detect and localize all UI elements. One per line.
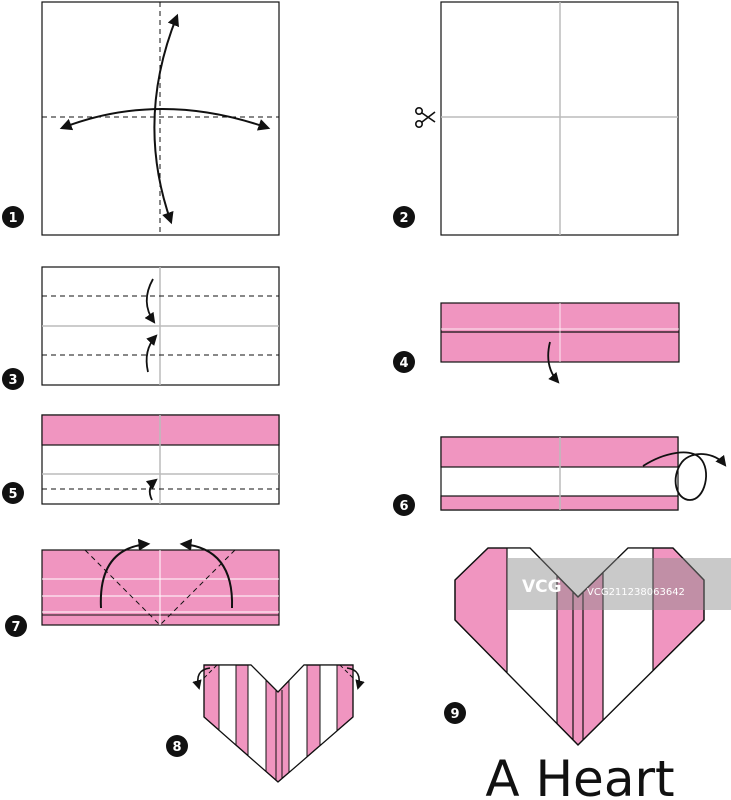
- fold-arrow-icon: [547, 341, 560, 384]
- step-badge-6: 6: [393, 494, 415, 516]
- step-badge-9: 9: [444, 702, 466, 724]
- watermark-brand: VCG: [522, 577, 562, 597]
- step-badge-7: 7: [5, 615, 27, 637]
- fold-arrow-icon: [145, 478, 158, 501]
- watermark: VCG VCG211238063642: [507, 558, 731, 610]
- step-6-panel: [440, 436, 727, 511]
- step-number: 7: [11, 620, 20, 635]
- step-badge-3: 3: [2, 368, 24, 390]
- step-number: 3: [8, 373, 17, 388]
- fold-arrow-icon: [346, 667, 365, 690]
- valley-fold-line: [339, 664, 354, 679]
- fold-arrow-icon: [145, 334, 158, 373]
- step-badge-2: 2: [393, 206, 415, 228]
- step-number: 1: [8, 211, 17, 226]
- step-number: 8: [172, 740, 181, 755]
- step-number: 5: [8, 487, 17, 502]
- scissors-icon: [414, 107, 436, 129]
- step-number: 4: [399, 356, 408, 371]
- fold-arrow-icon: [153, 13, 179, 225]
- fold-arrow-icon: [99, 538, 151, 609]
- step-5-panel: [41, 414, 280, 505]
- fold-arrow-icon: [192, 667, 211, 690]
- step-8-panel: [192, 664, 365, 783]
- step-badge-5: 5: [2, 482, 24, 504]
- step-3-panel: [41, 266, 280, 386]
- step-9-panel: VCG VCG211238063642: [454, 547, 731, 746]
- step-1-panel: [41, 1, 280, 236]
- valley-fold-line: [203, 664, 218, 679]
- step-4-panel: [440, 302, 680, 384]
- step-badge-8: 8: [166, 735, 188, 757]
- step-badge-4: 4: [393, 351, 415, 373]
- step-number: 9: [450, 707, 459, 722]
- step-badge-1: 1: [2, 206, 24, 228]
- diagram-title: A Heart: [485, 750, 674, 800]
- watermark-id: VCG211238063642: [587, 587, 685, 598]
- step-2-panel: [414, 1, 679, 236]
- watermark-band: [507, 558, 731, 610]
- fold-arrow-icon: [179, 538, 234, 609]
- turn-over-arrow-icon: [642, 451, 727, 501]
- step-7-panel: [41, 538, 280, 626]
- step-number: 2: [399, 211, 408, 226]
- fold-arrow-icon: [144, 278, 156, 324]
- step-number: 6: [399, 499, 408, 514]
